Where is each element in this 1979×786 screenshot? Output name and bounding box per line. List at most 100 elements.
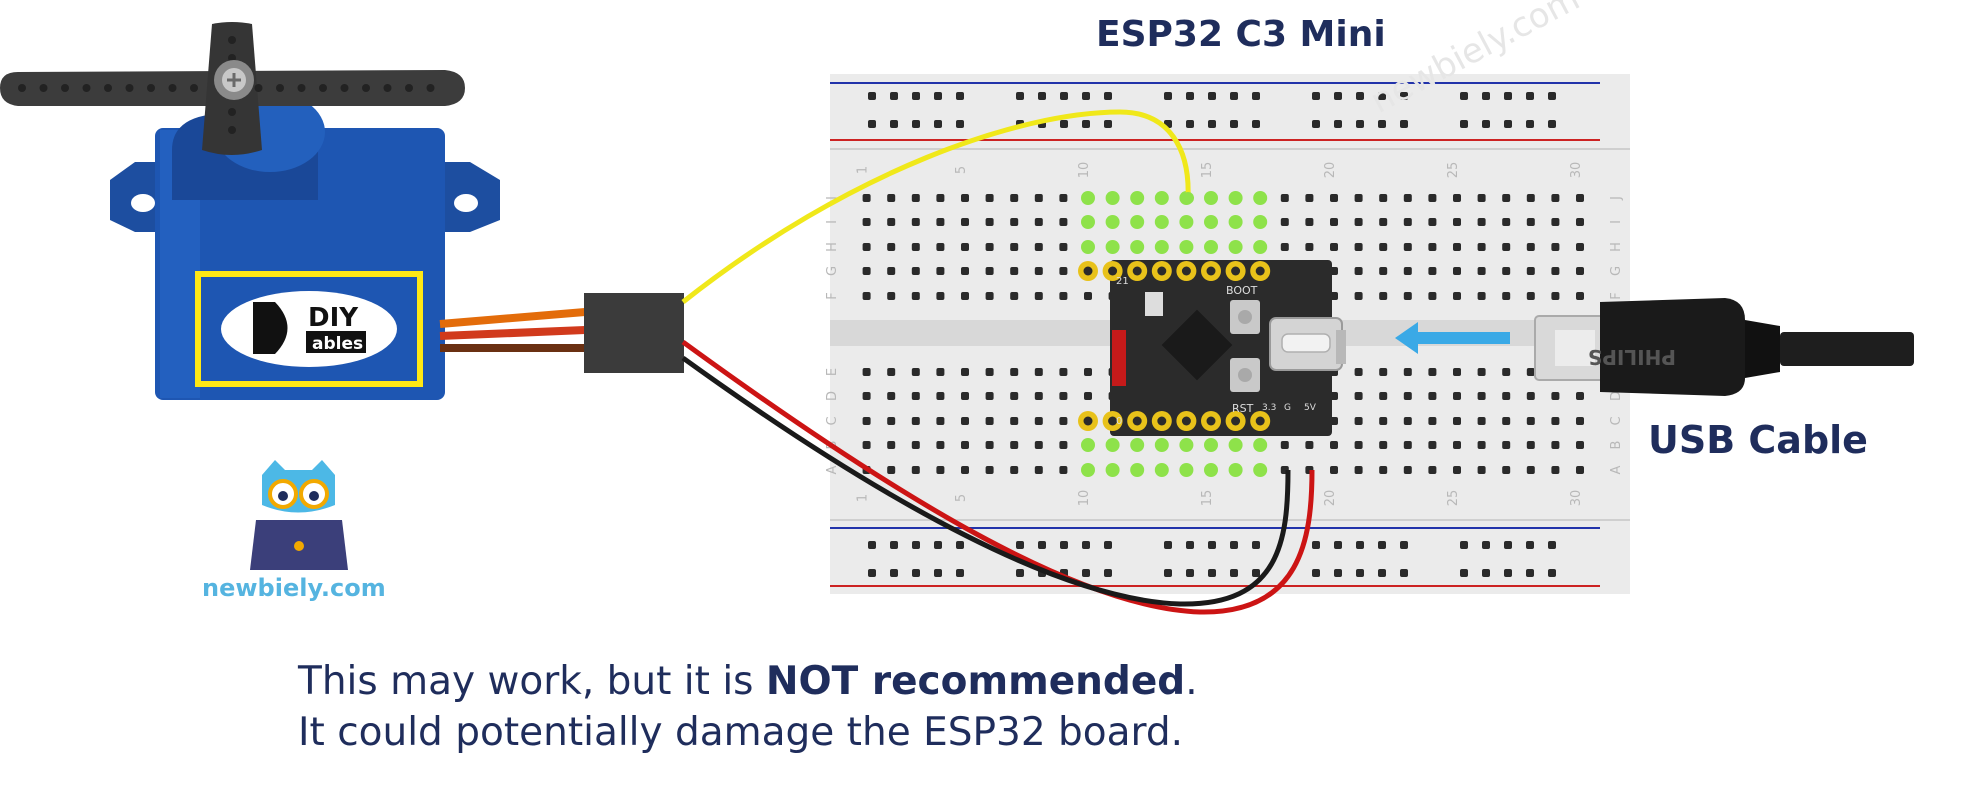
usb-plug-inner <box>1555 330 1595 366</box>
rail-hole <box>1460 120 1468 128</box>
rail-hole <box>956 541 964 549</box>
connected-hole <box>1105 191 1120 205</box>
servo-tab-hole <box>131 194 155 212</box>
horn-hole <box>228 126 236 134</box>
breadboard-hole <box>1403 194 1412 202</box>
breadboard-hole <box>1034 368 1043 376</box>
rail-hole <box>1482 92 1490 100</box>
breadboard-hole <box>1354 368 1363 376</box>
row-letter: G <box>1609 266 1624 276</box>
rail-hole <box>1356 541 1364 549</box>
rail-hole <box>1164 569 1172 577</box>
row-letter: C <box>825 416 840 425</box>
breadboard-hole <box>1551 267 1560 275</box>
breadboard-hole <box>1428 218 1437 226</box>
breadboard-hole <box>911 292 920 300</box>
laptop-logo <box>294 541 304 551</box>
diy-logo-icon <box>253 302 275 354</box>
breadboard-hole <box>1354 441 1363 449</box>
rail-hole <box>1230 120 1238 128</box>
rail-hole <box>1460 92 1468 100</box>
site-name: newbiely.com <box>202 574 386 602</box>
rail-hole <box>1038 541 1046 549</box>
breadboard-hole <box>1477 218 1486 226</box>
rail-hole <box>1016 92 1024 100</box>
breadboard-hole <box>1453 267 1461 275</box>
rail-hole <box>1526 92 1534 100</box>
breadboard-hole <box>985 194 994 202</box>
rail-hole <box>1104 541 1112 549</box>
esp32-pin-hole <box>1231 266 1241 276</box>
connected-hole <box>1179 463 1194 477</box>
rail-hole <box>1252 120 1260 128</box>
esp32-pin-hole <box>1181 266 1191 276</box>
breadboard-hole <box>1084 292 1092 300</box>
breadboard-hole <box>961 417 969 425</box>
horn-hole <box>168 84 177 92</box>
breadboard-hole <box>1010 466 1019 474</box>
breadboard-hole <box>1428 417 1437 425</box>
usb-c-shield <box>1336 330 1346 364</box>
breadboard-hole <box>961 392 969 400</box>
rail-hole <box>1016 541 1024 549</box>
horn-hole <box>297 84 306 92</box>
breadboard-hole <box>862 267 871 275</box>
breadboard-hole <box>1379 194 1388 202</box>
rail-hole <box>956 569 964 577</box>
breadboard-hole <box>936 392 945 400</box>
rail-hole <box>1038 92 1046 100</box>
breadboard-hole <box>911 218 920 226</box>
rail-hole <box>1378 92 1386 100</box>
owl-pupil <box>309 491 319 501</box>
breadboard-hole <box>1453 441 1461 449</box>
connected-hole <box>1228 438 1243 452</box>
breadboard-hole <box>1576 218 1584 226</box>
column-number: 25 <box>1446 162 1461 179</box>
breadboard-hole <box>1379 466 1388 474</box>
breadboard-hole <box>1551 392 1560 400</box>
breadboard-hole <box>1403 243 1412 251</box>
breadboard-hole <box>961 243 969 251</box>
horn-hole <box>147 84 155 92</box>
rst-button-cap <box>1238 368 1252 382</box>
rail-hole <box>1104 92 1112 100</box>
servo-wire-red <box>439 326 586 340</box>
breadboard-hole <box>1502 218 1511 226</box>
warning-note: This may work, but it is NOT recommended… <box>298 656 1198 758</box>
row-letter: F <box>1609 292 1624 299</box>
breadboard-hole <box>1010 243 1019 251</box>
rail-hole <box>1334 120 1342 128</box>
breadboard-hole <box>862 194 871 202</box>
usb-cable: PHILIPS <box>1395 298 1914 396</box>
connected-hole <box>1081 240 1095 254</box>
rail-hole <box>1060 120 1068 128</box>
rail-hole <box>934 541 942 549</box>
breadboard-hole <box>1084 368 1092 376</box>
breadboard-hole <box>1576 267 1584 275</box>
silk-rst: RST <box>1232 402 1254 415</box>
breadboard-hole <box>1059 466 1068 474</box>
breadboard-hole <box>1059 441 1068 449</box>
breadboard-hole <box>1477 194 1486 202</box>
rail-hole <box>1082 569 1090 577</box>
rail-hole <box>934 92 942 100</box>
horn-hole <box>426 84 435 92</box>
connected-hole <box>1130 438 1145 452</box>
rail-hole <box>1208 92 1216 100</box>
rail-hole <box>1400 120 1408 128</box>
breadboard-hole <box>1280 218 1289 226</box>
breadboard-hole <box>1330 194 1338 202</box>
connected-hole <box>1253 438 1268 452</box>
breadboard-hole <box>1059 218 1068 226</box>
breadboard-hole <box>1453 243 1461 251</box>
breadboard-hole <box>1280 194 1289 202</box>
breadboard-hole <box>1576 292 1584 300</box>
usb-brand-text: PHILIPS <box>1588 345 1676 369</box>
breadboard-hole <box>887 243 896 251</box>
breadboard-hole <box>936 243 945 251</box>
breadboard-hole <box>911 194 920 202</box>
esp32-pin-hole <box>1083 416 1093 426</box>
breadboard-hole <box>1354 417 1363 425</box>
rail-hole <box>1230 541 1238 549</box>
rail-holes <box>868 92 1556 577</box>
